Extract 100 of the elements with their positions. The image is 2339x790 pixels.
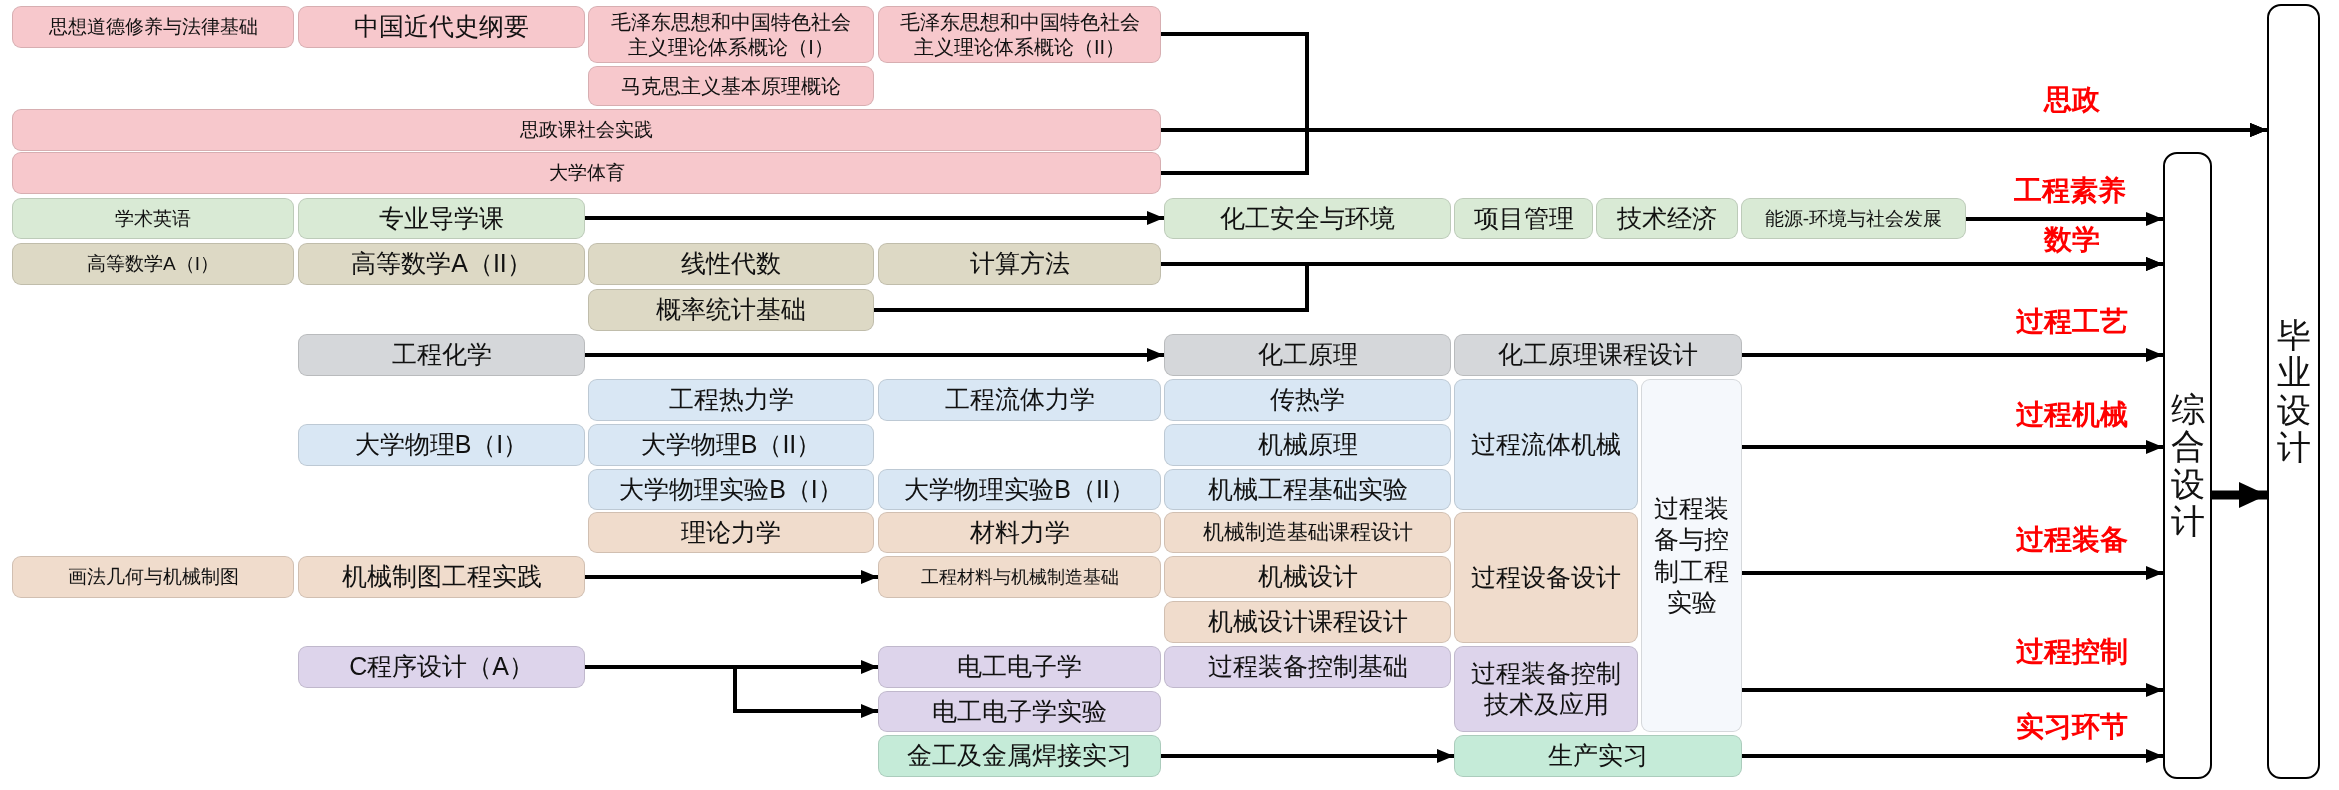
course-name: 大学物理B（I）	[354, 429, 529, 461]
course-box	[1454, 512, 1638, 643]
arrow	[1742, 440, 2163, 454]
course-box	[878, 691, 1161, 732]
course-name: 过程装备与控制工程实验	[1653, 493, 1730, 618]
course-box	[1164, 424, 1451, 466]
arrow	[1742, 348, 2163, 362]
edge-label: 过程装备	[2013, 524, 2131, 556]
course-box	[878, 735, 1161, 777]
course-name: 过程装备控制技术及应用	[1470, 657, 1622, 720]
arrow	[1966, 212, 2163, 226]
course-name: 学术英语	[115, 206, 191, 231]
course-name: 机械原理	[1257, 429, 1358, 461]
course-box	[1164, 198, 1451, 239]
course-name: 工程流体力学	[944, 384, 1095, 416]
course-box	[1454, 735, 1742, 777]
course-box	[1164, 379, 1451, 421]
edge-label: 数学	[2041, 224, 2103, 256]
course-name: 综合设计	[2170, 390, 2205, 541]
course-name: 思想道德修养与法律基础	[48, 15, 258, 39]
course-name: 工程热力学	[668, 384, 794, 416]
course-name: 材料力学	[969, 516, 1070, 548]
course-name: 大学物理实验B（II）	[904, 473, 1135, 505]
course-box	[298, 334, 585, 376]
arrow	[585, 665, 878, 718]
course-box	[1164, 601, 1451, 643]
course-name: 金工及金属焊接实习	[907, 740, 1132, 772]
edge-label: 思政	[2041, 84, 2103, 116]
course-box	[588, 66, 874, 106]
course-box	[1454, 334, 1742, 376]
course-name: 画法几何与机械制图	[67, 565, 239, 589]
course-box	[12, 152, 1161, 194]
course-box	[878, 379, 1161, 421]
course-box	[1164, 512, 1451, 553]
course-name: 毛泽东思想和中国特色社会主义理论体系概论（II）	[899, 9, 1140, 60]
course-name: 大学物理B（II）	[640, 429, 822, 461]
course-box	[12, 243, 294, 285]
arrow	[1742, 749, 2163, 763]
course-name: 过程设备设计	[1471, 561, 1621, 593]
course-box	[12, 198, 294, 239]
course-box	[878, 512, 1161, 553]
course-box	[1641, 379, 1742, 732]
course-name: 毕业设计	[2276, 316, 2311, 467]
course-name: 化工原理课程设计	[1498, 339, 1698, 371]
course-name: 机械制造基础课程设计	[1202, 519, 1413, 546]
course-box	[878, 556, 1161, 598]
course-box	[588, 469, 874, 510]
course-name: 机械制图工程实践	[341, 561, 542, 593]
course-name: 毛泽东思想和中国特色社会主义理论体系概论（I）	[610, 9, 852, 60]
course-name: 技术经济	[1617, 202, 1717, 234]
course-name: 高等数学A（II）	[351, 248, 532, 280]
course-box	[1596, 198, 1738, 239]
course-box	[298, 556, 585, 598]
course-box	[1454, 379, 1638, 510]
course-name: 大学物理实验B（I）	[619, 473, 843, 505]
course-box	[298, 198, 585, 239]
course-name: 理论力学	[681, 516, 781, 548]
arrow	[1742, 683, 2163, 697]
course-box	[298, 424, 585, 466]
course-box	[1454, 198, 1593, 239]
course-box	[12, 556, 294, 598]
course-name: 过程装备控制基础	[1207, 651, 1408, 683]
course-box	[878, 243, 1161, 285]
course-name: 大学体育	[548, 161, 625, 185]
course-name: 高等数学A（I）	[87, 252, 219, 276]
course-box	[878, 6, 1161, 63]
course-name: 计算方法	[969, 248, 1070, 280]
course-box	[1164, 646, 1451, 688]
arrow	[1161, 749, 1454, 763]
edge-label: 过程工艺	[2013, 306, 2131, 338]
course-name: 项目管理	[1473, 202, 1574, 234]
course-box	[298, 6, 585, 48]
course-name: 工程化学	[391, 339, 492, 371]
edge-label: 过程机械	[2013, 399, 2131, 431]
course-box	[878, 646, 1161, 688]
course-box	[588, 289, 874, 331]
course-box	[12, 6, 294, 48]
course-box	[588, 424, 874, 466]
course-box	[588, 379, 874, 421]
course-name: 生产实习	[1548, 740, 1648, 772]
course-box	[588, 6, 874, 63]
course-box	[12, 109, 1161, 151]
course-name: 概率统计基础	[656, 294, 806, 326]
course-name: 马克思主义基本原理概论	[621, 73, 841, 99]
course-name: C程序设计（A）	[349, 651, 534, 683]
course-box	[298, 646, 585, 688]
course-name: 线性代数	[681, 248, 781, 280]
arrow	[585, 211, 1164, 225]
course-name: 过程流体机械	[1471, 428, 1621, 460]
course-box	[588, 512, 874, 553]
arrow	[2212, 482, 2267, 508]
arrow	[585, 348, 1164, 362]
course-box	[1454, 646, 1638, 732]
course-box	[298, 243, 585, 285]
course-box	[588, 243, 874, 285]
course-name: 机械设计	[1257, 561, 1358, 593]
course-box	[1164, 556, 1451, 598]
course-name: 机械工程基础实验	[1207, 473, 1408, 505]
course-box	[878, 469, 1161, 510]
course-name: 化工安全与环境	[1220, 202, 1395, 234]
